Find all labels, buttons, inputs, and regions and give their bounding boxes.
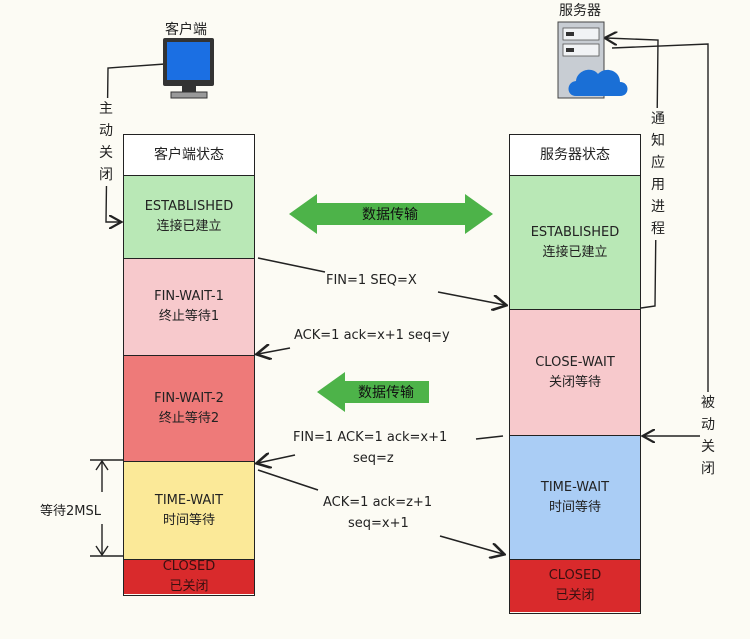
data-transfer-both-label: 数据传输: [362, 207, 418, 223]
state-desc: 时间等待: [548, 499, 601, 515]
client-state-fin-wait-2: FIN-WAIT-2 终止等待2: [124, 355, 254, 461]
client-state-closed: CLOSED 已关闭: [124, 559, 254, 594]
client-state-established: ESTABLISHED 连接已建立: [124, 175, 254, 258]
client-state-fin-wait-1: FIN-WAIT-1 终止等待1: [124, 258, 254, 355]
state-name: ESTABLISHED: [530, 224, 620, 240]
msg-fin2-line2: seq=z: [353, 451, 394, 466]
state-desc: 关闭等待: [548, 374, 601, 390]
state-desc: 终止等待1: [158, 309, 220, 324]
server-state-established: ESTABLISHED 连接已建立: [510, 175, 640, 309]
state-name: CLOSE-WAIT: [535, 354, 615, 370]
server-state-column: 服务器状态 ESTABLISHED 连接已建立 CLOSE-WAIT 关闭等待 …: [509, 134, 641, 614]
msg-ack2-line2: seq=x+1: [348, 516, 409, 531]
state-desc: 连接已建立: [542, 244, 608, 260]
state-name: TIME-WAIT: [154, 492, 224, 508]
server-state-time-wait: TIME-WAIT 时间等待: [510, 435, 640, 559]
notify-app-label: 通知应用进程: [650, 108, 666, 240]
state-name: FIN-WAIT-1: [154, 289, 224, 304]
active-close-label: 主动关闭: [98, 98, 114, 186]
client-device-label: 客户端: [165, 22, 207, 38]
server-state-close-wait: CLOSE-WAIT 关闭等待: [510, 309, 640, 435]
fin2-arrow: [475, 435, 504, 440]
msg-ack1: ACK=1 ack=x+1 seq=y: [294, 328, 450, 343]
passive-close-connector: [611, 43, 709, 436]
state-name: ESTABLISHED: [144, 199, 234, 214]
state-desc: 已关闭: [555, 588, 595, 603]
wait-2msl-bracket: [90, 459, 124, 557]
ack2-arrow: [257, 469, 319, 491]
client-column-header: 客户端状态: [124, 135, 254, 175]
server-icon: [557, 21, 628, 99]
data-transfer-one-label: 数据传输: [358, 385, 414, 401]
server-device-label: 服务器: [559, 3, 601, 19]
state-name: CLOSED: [162, 559, 216, 574]
computer-icon: [163, 38, 214, 99]
passive-close-label: 被动关闭: [700, 392, 716, 480]
msg-fin1: FIN=1 SEQ=X: [326, 273, 417, 288]
state-name: TIME-WAIT: [540, 479, 610, 495]
fin1-arrow: [257, 257, 326, 273]
msg-fin2-line1: FIN=1 ACK=1 ack=x+1: [293, 430, 448, 445]
state-desc: 已关闭: [169, 579, 209, 594]
state-desc: 终止等待2: [158, 410, 220, 426]
wait-2msl-label: 等待2MSL: [40, 500, 101, 519]
client-state-time-wait: TIME-WAIT 时间等待: [124, 461, 254, 559]
state-desc: 时间等待: [162, 512, 215, 528]
state-name: FIN-WAIT-2: [154, 390, 224, 406]
msg-ack2-line1: ACK=1 ack=z+1: [323, 495, 433, 510]
server-column-header: 服务器状态: [510, 135, 640, 175]
state-name: CLOSED: [548, 568, 602, 583]
ack1-arrow: [258, 348, 291, 354]
client-state-column: 客户端状态 ESTABLISHED 连接已建立 FIN-WAIT-1 终止等待1…: [123, 134, 255, 596]
state-desc: 连接已建立: [156, 219, 222, 234]
server-state-closed: CLOSED 已关闭: [510, 559, 640, 612]
